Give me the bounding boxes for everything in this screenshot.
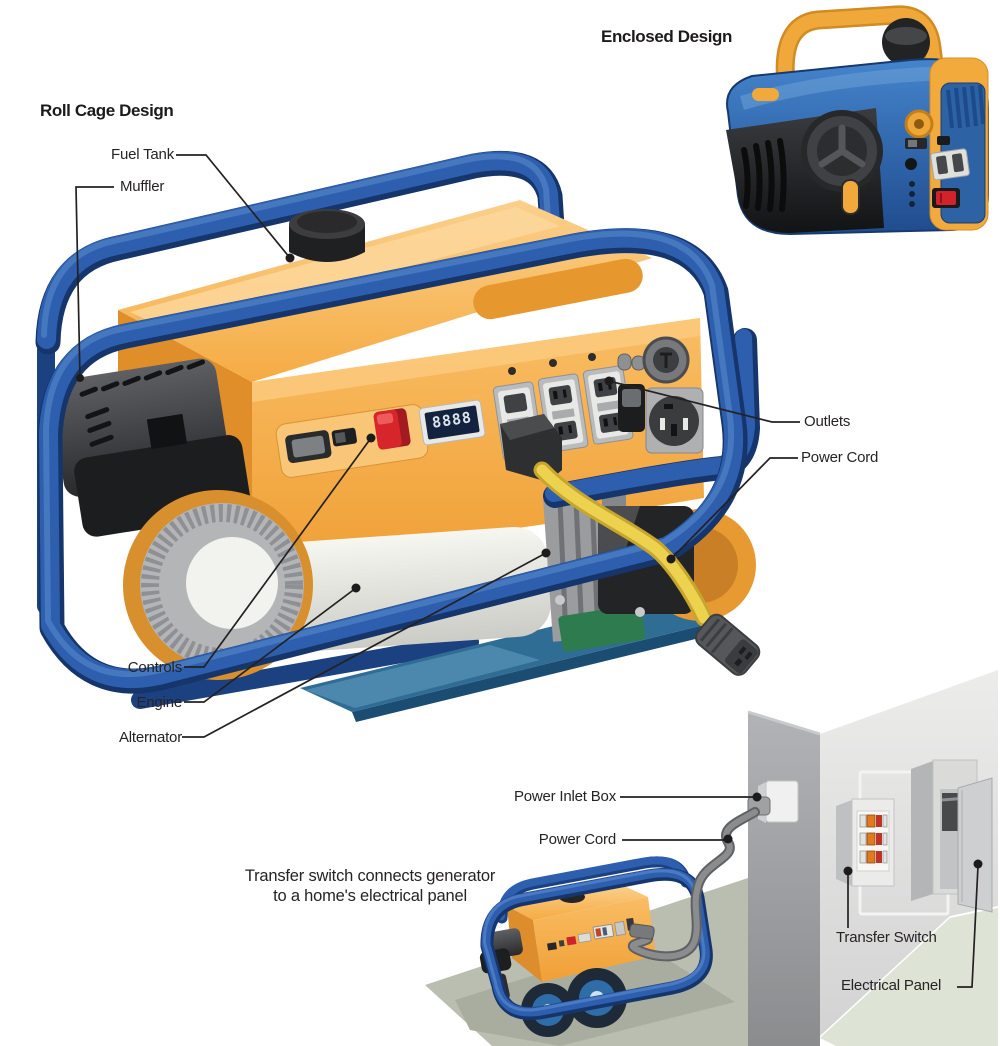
fuel-tank-label: Fuel Tank [111, 146, 174, 163]
muffler-label: Muffler [120, 178, 165, 195]
cord-end-connector [694, 613, 761, 676]
leader-lines [75, 154, 979, 988]
outlets-label: Outlets [804, 413, 851, 430]
electrical-panel-box [911, 759, 993, 913]
small-generator [479, 860, 707, 1037]
panel-switches [285, 408, 411, 464]
caption-line-1: Transfer switch connects generator [244, 867, 496, 885]
enclosed-red-switch [932, 188, 960, 208]
electrical-panel-leader [957, 865, 979, 988]
enclosed-title: Enclosed Design [601, 27, 732, 46]
digital-meter [418, 399, 486, 446]
enclosed-latch [841, 179, 860, 215]
cord-connector [629, 923, 655, 940]
electrical-panel-label: Electrical Panel [841, 977, 942, 994]
transfer-switch-box [836, 798, 895, 887]
twist-lock-outlet [617, 336, 690, 384]
fuel-tank-leader [176, 154, 291, 259]
enclosed-fuel-cap [882, 18, 930, 66]
transfer-switch-rockers [859, 814, 888, 864]
power-cord-wall-label: Power Cord [538, 831, 616, 848]
240v-outlet [645, 387, 704, 454]
enclosed-outlet [930, 148, 970, 181]
alternator-label: Alternator [118, 729, 182, 746]
roll-cage-title: Roll Cage Design [40, 101, 174, 120]
alternator-illustration [123, 490, 552, 680]
enclosed-panel-vents [946, 84, 985, 129]
leader-dots [76, 253, 983, 876]
muffler-leader [75, 186, 114, 379]
power-cord-label: Power Cord [801, 449, 879, 466]
power-cord-leader [670, 457, 798, 560]
enclosed-handle [775, 5, 944, 94]
outlets-leader [608, 380, 800, 423]
engine-leader [184, 587, 357, 703]
power-inlet-box-label: Power Inlet Box [513, 788, 616, 805]
controls-leader [184, 437, 372, 668]
controls-label: Controls [127, 659, 182, 676]
panel-door [957, 777, 993, 913]
fuel-cap [289, 209, 365, 262]
control-panel [275, 336, 704, 482]
transfer-switch-caption: Transfer switch connects generator to a … [222, 866, 518, 906]
power-inlet-box-illustration [747, 780, 799, 823]
main-generator [44, 156, 761, 722]
transfer-switch-label: Transfer Switch [836, 929, 937, 946]
enclosed-indicator-light [752, 88, 779, 101]
enclosed-round-vent [801, 110, 883, 192]
enclosed-vent-slats [741, 138, 787, 212]
yellow-power-cord [533, 461, 761, 676]
engine-label: Engine [136, 694, 182, 711]
alternator-leader [182, 552, 547, 738]
enclosed-generator [726, 5, 989, 236]
caption-line-2: to a home's electrical panel [273, 887, 467, 906]
enclosed-control-panel [904, 57, 989, 231]
